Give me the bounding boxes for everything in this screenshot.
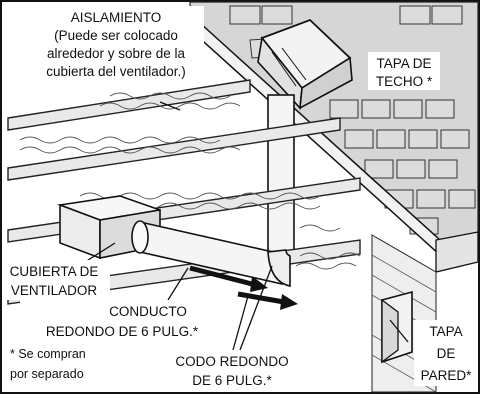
fan-housing-line1: CUBIERTA DE xyxy=(10,264,99,279)
note-line2: por separado xyxy=(10,367,84,381)
fan-housing-line2: VENTILADOR xyxy=(11,283,98,298)
label-insulation: AISLAMIENTO (Puede ser colocado alrededo… xyxy=(28,6,204,79)
insulation-line3: cubierta del ventilador.) xyxy=(46,64,186,79)
insulation-title: AISLAMIENTO xyxy=(71,10,162,25)
roof-cap-line1: TAPA DE xyxy=(376,56,431,71)
duct-line2: REDONDO DE 6 PULG.* xyxy=(46,324,199,339)
elbow-line2: DE 6 PULG.* xyxy=(192,373,272,388)
wall-cap-line2: DE xyxy=(437,346,456,361)
note-line1: * Se compran xyxy=(10,347,86,361)
elbow-line1: CODO REDONDO xyxy=(175,354,288,369)
roof-cap xyxy=(257,18,353,110)
label-elbow: CODO REDONDO DE 6 PULG.* xyxy=(166,350,300,390)
roof-cap-line2: TECHO * xyxy=(376,74,433,89)
label-wall-cap: TAPA DE PARED* xyxy=(414,320,476,386)
vertical-duct xyxy=(267,94,295,256)
wall-cap xyxy=(381,290,413,364)
label-note: * Se compran por separado xyxy=(6,342,100,386)
insulation-line2: alrededor y sobre de la xyxy=(47,46,186,61)
label-duct: CONDUCTO REDONDO DE 6 PULG.* xyxy=(20,300,218,340)
duct-collar xyxy=(131,220,149,254)
wall-cap-line3: PARED* xyxy=(421,368,473,383)
duct-line1: CONDUCTO xyxy=(109,304,187,319)
insulation-line1: (Puede ser colocado xyxy=(54,28,178,43)
leader-lines xyxy=(84,101,409,351)
label-fan-housing: CUBIERTA DE VENTILADOR xyxy=(4,260,110,300)
wall-cap-line1: TAPA xyxy=(429,324,462,339)
roof-eave xyxy=(435,231,479,273)
label-roof-cap: TAPA DE TECHO * xyxy=(368,52,440,90)
